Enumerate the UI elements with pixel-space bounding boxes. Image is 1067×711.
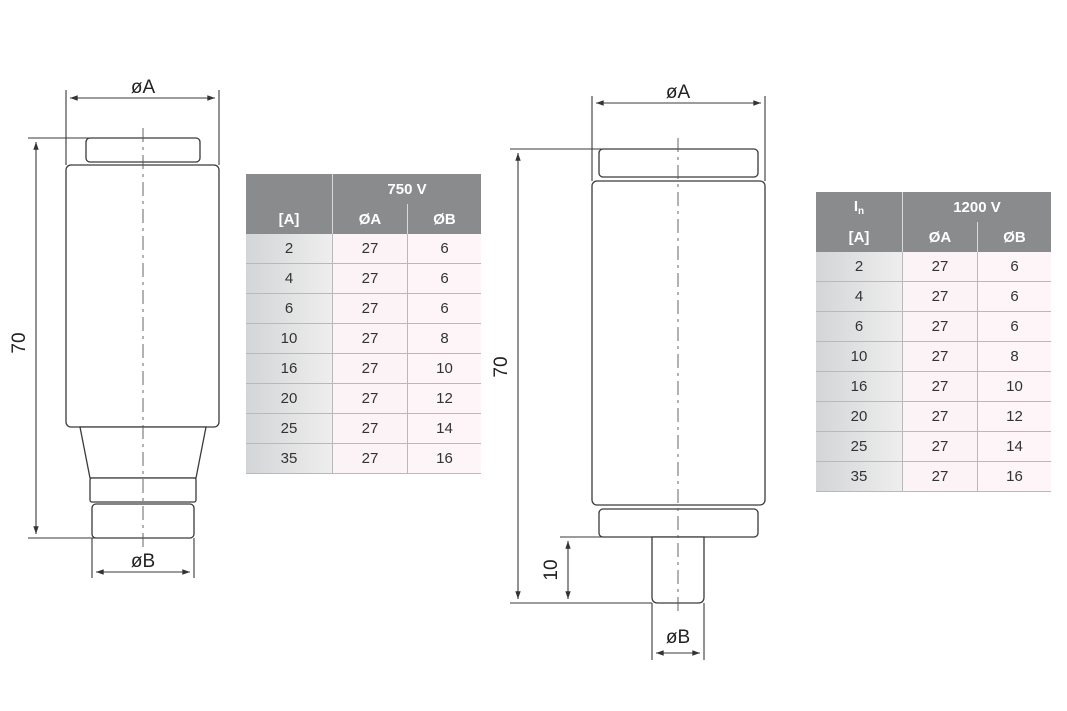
current-subscript: n [858, 205, 865, 217]
right-body [591, 180, 766, 506]
table-cell: 16 [407, 443, 481, 474]
table-cell: 10 [977, 371, 1051, 402]
left-diameter-b-label: øB [131, 551, 155, 572]
table-cell: 20 [246, 383, 333, 414]
table-cell: 6 [407, 263, 481, 294]
right-diameter-b-label: øB [666, 627, 690, 648]
table-cell: 14 [977, 431, 1051, 462]
left-fuse: øA 70 øB [9, 77, 220, 578]
table-750-diameter-b-header: ØB [407, 204, 481, 234]
table-cell: 12 [407, 383, 481, 414]
table-cell: 6 [977, 281, 1051, 312]
table-cell: 27 [902, 281, 978, 312]
table-cell: 27 [902, 461, 978, 492]
table-cell: 27 [332, 353, 408, 384]
table-cell: 10 [246, 323, 333, 354]
table-cell: 27 [902, 401, 978, 432]
table-1200-diameter-b-header: ØB [977, 222, 1051, 252]
table-cell: 27 [332, 293, 408, 324]
right-diameter-a-label: øA [666, 82, 691, 103]
table-cell: 27 [902, 252, 978, 282]
current-symbol: I [853, 197, 859, 215]
table-cell: 27 [332, 443, 408, 474]
table-cell: 27 [332, 263, 408, 294]
table-cell: 16 [246, 353, 333, 384]
table-1200-diameter-a-header: ØA [902, 222, 978, 252]
table-cell: 27 [332, 323, 408, 354]
table-cell: 27 [332, 413, 408, 444]
left-diameter-a-label: øA [131, 77, 156, 98]
table-cell: 35 [816, 461, 903, 492]
table-cell: 20 [816, 401, 903, 432]
table-cell: 6 [407, 234, 481, 264]
table-cell: 27 [902, 311, 978, 342]
table-750-current-header: [A] [246, 204, 333, 234]
table-1200-current-header: [A] [816, 222, 903, 252]
table-cell: 6 [816, 311, 903, 342]
table-cell: 6 [977, 311, 1051, 342]
table-750-corner-header [246, 174, 333, 204]
right-bottom-cap [598, 508, 759, 538]
table-cell: 25 [816, 431, 903, 462]
table-cell: 27 [902, 371, 978, 402]
table-cell: 10 [816, 341, 903, 372]
right-length-label: 70 [491, 356, 512, 377]
table-cell: 12 [977, 401, 1051, 432]
table-cell: 2 [816, 252, 903, 282]
table-cell: 27 [902, 431, 978, 462]
left-length-label: 70 [9, 332, 30, 353]
table-cell: 27 [902, 341, 978, 372]
table-cell: 27 [332, 383, 408, 414]
table-cell: 2 [246, 234, 333, 264]
table-cell: 6 [407, 293, 481, 324]
right-pin-length-label: 10 [541, 559, 562, 580]
table-cell: 4 [246, 263, 333, 294]
table-1200-voltage-header: 1200 V [902, 192, 1051, 222]
table-cell: 6 [977, 252, 1051, 282]
right-fuse: øA 70 10 øB [491, 82, 766, 660]
left-body [65, 164, 220, 428]
table-cell: 8 [407, 323, 481, 354]
table-cell: 14 [407, 413, 481, 444]
table-cell: 25 [246, 413, 333, 444]
right-top-cap [598, 148, 759, 178]
table-cell: 8 [977, 341, 1051, 372]
table-750-voltage-header: 750 V [332, 174, 481, 204]
table-cell: 16 [977, 461, 1051, 492]
table-cell: 27 [332, 234, 408, 264]
table-cell: 10 [407, 353, 481, 384]
table-cell: 4 [816, 281, 903, 312]
table-750-diameter-a-header: ØA [332, 204, 408, 234]
table-1200-current-symbol-header: In [816, 192, 903, 222]
table-cell: 16 [816, 371, 903, 402]
table-cell: 35 [246, 443, 333, 474]
table-cell: 6 [246, 293, 333, 324]
